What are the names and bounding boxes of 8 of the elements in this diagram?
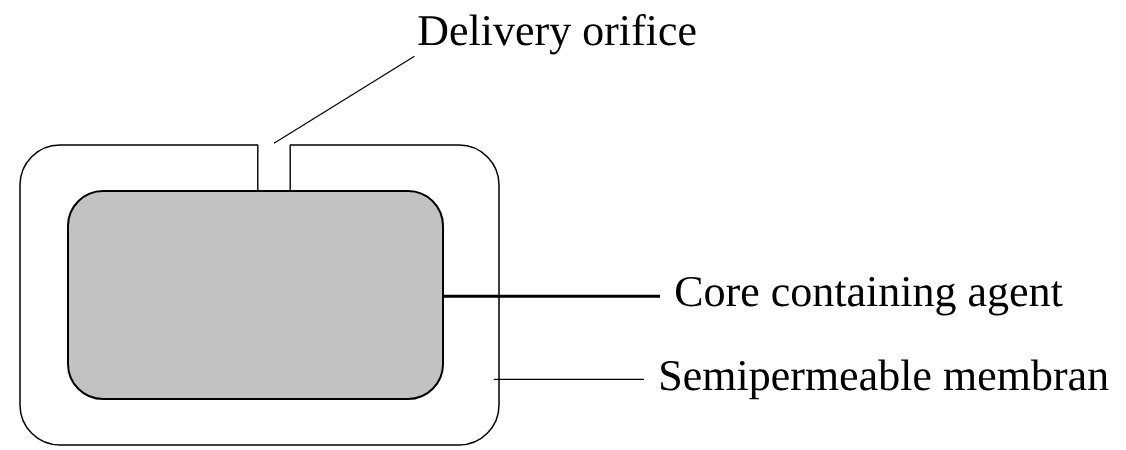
inner-rounded-box bbox=[67, 190, 444, 400]
leader-line bbox=[493, 378, 645, 381]
orifice-slot bbox=[257, 143, 291, 192]
callout-label: Delivery orifice bbox=[418, 14, 696, 55]
callout-label: Core containing agent bbox=[676, 276, 1063, 316]
leader-line bbox=[444, 294, 660, 298]
callout-label: Semipermeable membran bbox=[661, 359, 1109, 400]
leader-line bbox=[273, 55, 416, 144]
